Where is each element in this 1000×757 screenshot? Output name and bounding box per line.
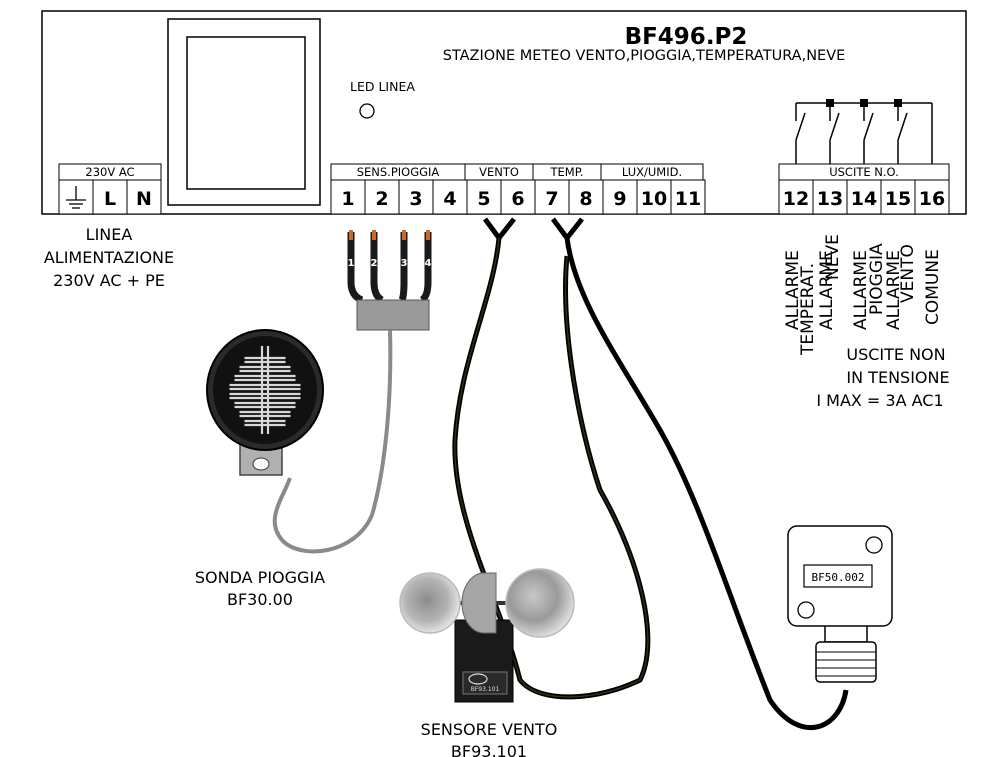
ground-icon [66, 186, 86, 209]
terminal-16: 16 [919, 188, 945, 210]
rain-wire-label-2: 2 [371, 258, 378, 269]
power-caption-line-2: ALIMENTAZIONE [44, 248, 174, 267]
output-label-16: COMUNE [923, 249, 943, 325]
terminal-6: 6 [511, 188, 524, 210]
wind-sensor-device: BF93.101 [399, 568, 575, 703]
rain-wire-label-3: 3 [401, 258, 408, 269]
device-title: BF496.P2 [625, 24, 748, 50]
terminal-11: 11 [675, 188, 701, 210]
output-label-12a: ALLARME [783, 250, 803, 330]
output-label-13a: ALLARME [817, 250, 837, 330]
power-caption-line-1: LINEA [86, 225, 133, 244]
terminal-13: 13 [817, 188, 843, 210]
wind-sensor-name: SENSORE VENTO [421, 720, 558, 739]
terminal-9: 9 [613, 188, 626, 210]
rain-wire-1 [347, 232, 364, 304]
terminal-14: 14 [851, 188, 877, 210]
rain-wire-3 [398, 232, 408, 302]
terminal-2: 2 [375, 188, 388, 210]
rain-wire-2 [370, 232, 384, 304]
wind-sensor-logo: BF93.101 [471, 686, 500, 693]
rain-sensor-cable [272, 329, 393, 554]
outputs-note-line-3: I MAX = 3A AC1 [816, 391, 943, 410]
terminal-10: 10 [641, 188, 667, 210]
relay-junction-dots [826, 99, 902, 107]
rain-sensor-code: BF30.00 [227, 590, 293, 609]
terminal-3: 3 [409, 188, 422, 210]
temp-sensor-label: BF50.002 [812, 571, 865, 584]
terminal-12: 12 [783, 188, 809, 210]
group-label-outputs: USCITE N.O. [829, 165, 899, 179]
rain-sensor-device [206, 329, 324, 476]
terminal-strip-left-frame [330, 179, 706, 215]
rain-wire-4 [419, 232, 432, 303]
terminal-7: 7 [545, 188, 558, 210]
terminal-L: L [104, 188, 116, 210]
led-indicator [359, 103, 375, 119]
output-label-15a: ALLARME [884, 250, 904, 330]
output-label-14b: PIOGGIA [867, 243, 887, 315]
rain-wire-label-4: 4 [425, 258, 432, 269]
power-caption-line-3: 230V AC + PE [53, 271, 165, 290]
rain-wire-label-1: 1 [348, 258, 355, 269]
group-label-rain: SENS.PIOGGIA [357, 165, 440, 179]
temp-sensor-device: BF50.002 [787, 525, 893, 683]
outputs-note-line-1: USCITE NON [846, 345, 945, 364]
terminal-5: 5 [477, 188, 490, 210]
terminal-strip-right: 12 13 14 15 16 [778, 179, 950, 215]
terminal-strip-right-frame [778, 179, 950, 215]
terminal-8: 8 [579, 188, 592, 210]
terminal-1: 1 [341, 188, 354, 210]
wind-sensor-code: BF93.101 [451, 742, 527, 757]
display-screen [186, 36, 306, 190]
terminal-N: N [136, 188, 152, 210]
led-label: LED LINEA [350, 79, 415, 94]
terminal-4: 4 [443, 188, 456, 210]
rain-wires: 1 2 3 4 [347, 230, 432, 331]
temp-sensor-cable [550, 217, 849, 731]
device-subtitle: STAZIONE METEO VENTO,PIOGGIA,TEMPERATURA… [443, 48, 846, 64]
output-label-12b: TEMPERAT. [798, 263, 818, 356]
group-label-lux: LUX/UMID. [622, 165, 682, 179]
group-label-temp: TEMP. [549, 165, 583, 179]
outputs-note-line-2: IN TENSIONE [846, 368, 949, 387]
output-label-15b: VENTO [898, 244, 918, 303]
group-label-wind: VENTO [479, 165, 519, 179]
power-header: 230V AC [85, 165, 134, 179]
rain-wire-connector [356, 299, 430, 331]
rain-sensor-name: SONDA PIOGGIA [195, 568, 325, 587]
output-label-14a: ALLARME [851, 250, 871, 330]
terminal-15: 15 [885, 188, 911, 210]
output-label-13b: NEVE [823, 234, 843, 280]
